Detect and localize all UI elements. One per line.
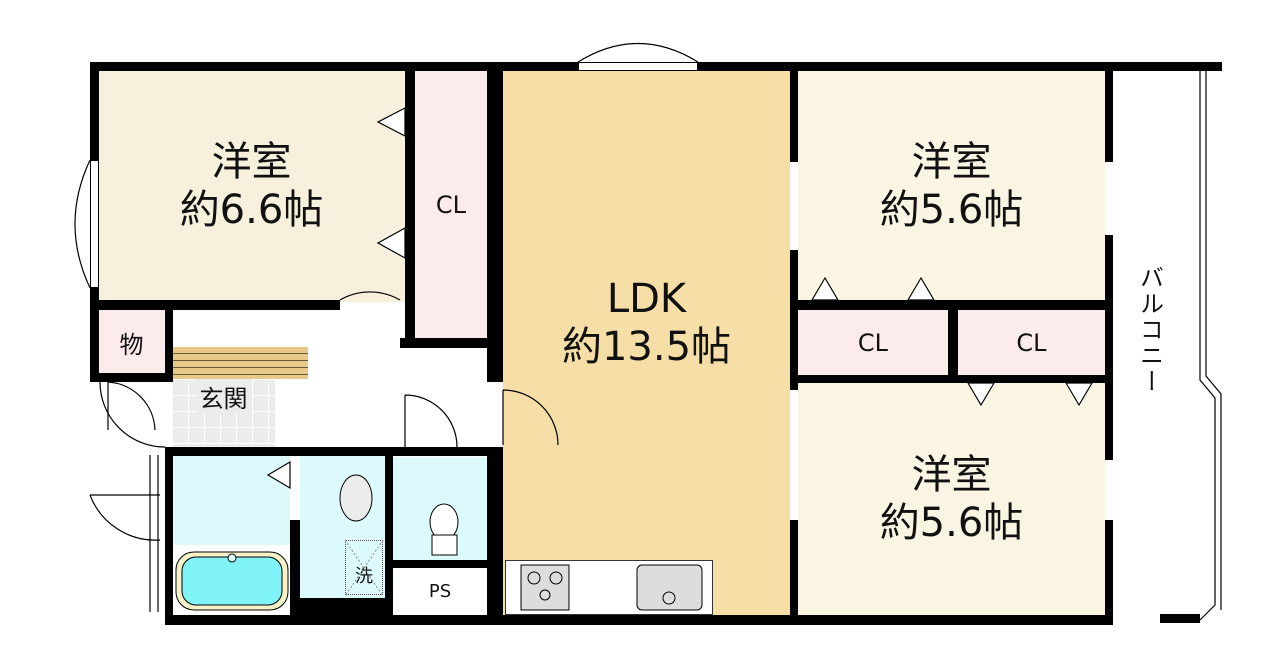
- closet-3: CL: [958, 310, 1105, 376]
- door-swing-hall: [404, 394, 458, 448]
- wall: [400, 338, 495, 348]
- door-swing-entry: [107, 381, 156, 431]
- western-room-1: 洋室 約6.6帖: [98, 70, 405, 302]
- closet-2: CL: [798, 310, 948, 376]
- door-swing-room1: [339, 291, 401, 301]
- toilet-icon: [429, 503, 459, 556]
- bathtub-icon: [175, 551, 289, 611]
- closet-door-icon: [376, 226, 406, 260]
- wall: [393, 560, 493, 568]
- bath-door-icon: [266, 460, 291, 490]
- closet-door-icon: [376, 107, 406, 137]
- wall: [165, 447, 173, 625]
- washroom: [300, 455, 385, 598]
- closet-label: CL: [857, 329, 889, 357]
- stove-icon: [520, 564, 570, 611]
- ps-label: PS: [428, 581, 452, 602]
- entry-step: [172, 347, 308, 379]
- wall: [1105, 62, 1113, 162]
- wall: [790, 250, 798, 390]
- wall: [405, 62, 415, 348]
- wall: [487, 447, 503, 625]
- room-size: 約5.6帖: [879, 500, 1024, 546]
- door-swing-outer: [99, 381, 166, 448]
- window-top: [578, 62, 698, 71]
- closet-label: CL: [435, 191, 467, 219]
- storage-label: 物: [119, 330, 144, 359]
- wall: [1160, 614, 1200, 623]
- wall-bottom: [165, 615, 1113, 625]
- wall: [98, 300, 340, 310]
- wall: [165, 300, 173, 382]
- wall: [798, 375, 1113, 383]
- washer-label: 洗: [355, 566, 373, 587]
- bathroom-floor: [172, 455, 290, 545]
- window-arc-left: [74, 159, 91, 289]
- room-name: 洋室: [911, 452, 992, 498]
- closet-door-icon: [966, 382, 996, 407]
- wall: [165, 447, 503, 456]
- entrance-label: 玄関: [195, 379, 252, 414]
- wall: [948, 300, 958, 383]
- western-room-2: 洋室 約5.6帖: [798, 70, 1105, 302]
- closet-door-icon: [906, 276, 936, 301]
- room-name: 洋室: [211, 139, 292, 185]
- wall: [1105, 235, 1113, 460]
- balcony-label: バルコニー: [1135, 265, 1164, 395]
- wall: [790, 520, 798, 620]
- wall: [300, 598, 385, 618]
- room-size: 約6.6帖: [179, 187, 324, 233]
- balcony-rail: [1199, 70, 1222, 621]
- corridor-lines: [149, 455, 159, 612]
- wall: [487, 62, 503, 382]
- door-swing-ldk: [502, 389, 559, 446]
- wall: [90, 373, 173, 382]
- washing-machine-space: 洗: [345, 540, 383, 595]
- storage: 物: [98, 310, 165, 374]
- pipe-space: PS: [393, 568, 487, 615]
- wall: [790, 62, 798, 162]
- room-name: LDK: [606, 275, 687, 322]
- closet-door-icon: [1064, 382, 1094, 407]
- window-arc-top: [577, 42, 699, 63]
- western-room-3: 洋室 約5.6帖: [798, 383, 1105, 615]
- room-size: 約5.6帖: [879, 187, 1024, 233]
- room-name: 洋室: [911, 139, 992, 185]
- sink-icon: [636, 564, 703, 611]
- entrance: 玄関: [172, 379, 275, 447]
- window-left: [90, 160, 99, 288]
- ldk-room: LDK 約13.5帖: [503, 70, 790, 615]
- wall: [290, 520, 300, 620]
- closet-door-icon: [810, 276, 840, 301]
- wall: [385, 455, 393, 620]
- closet-1: CL: [415, 70, 487, 340]
- closet-label: CL: [1016, 329, 1047, 357]
- wall: [1105, 520, 1113, 625]
- washbasin-icon: [339, 474, 384, 597]
- room-size: 約13.5帖: [561, 323, 732, 370]
- balcony: バルコニー: [1125, 200, 1175, 460]
